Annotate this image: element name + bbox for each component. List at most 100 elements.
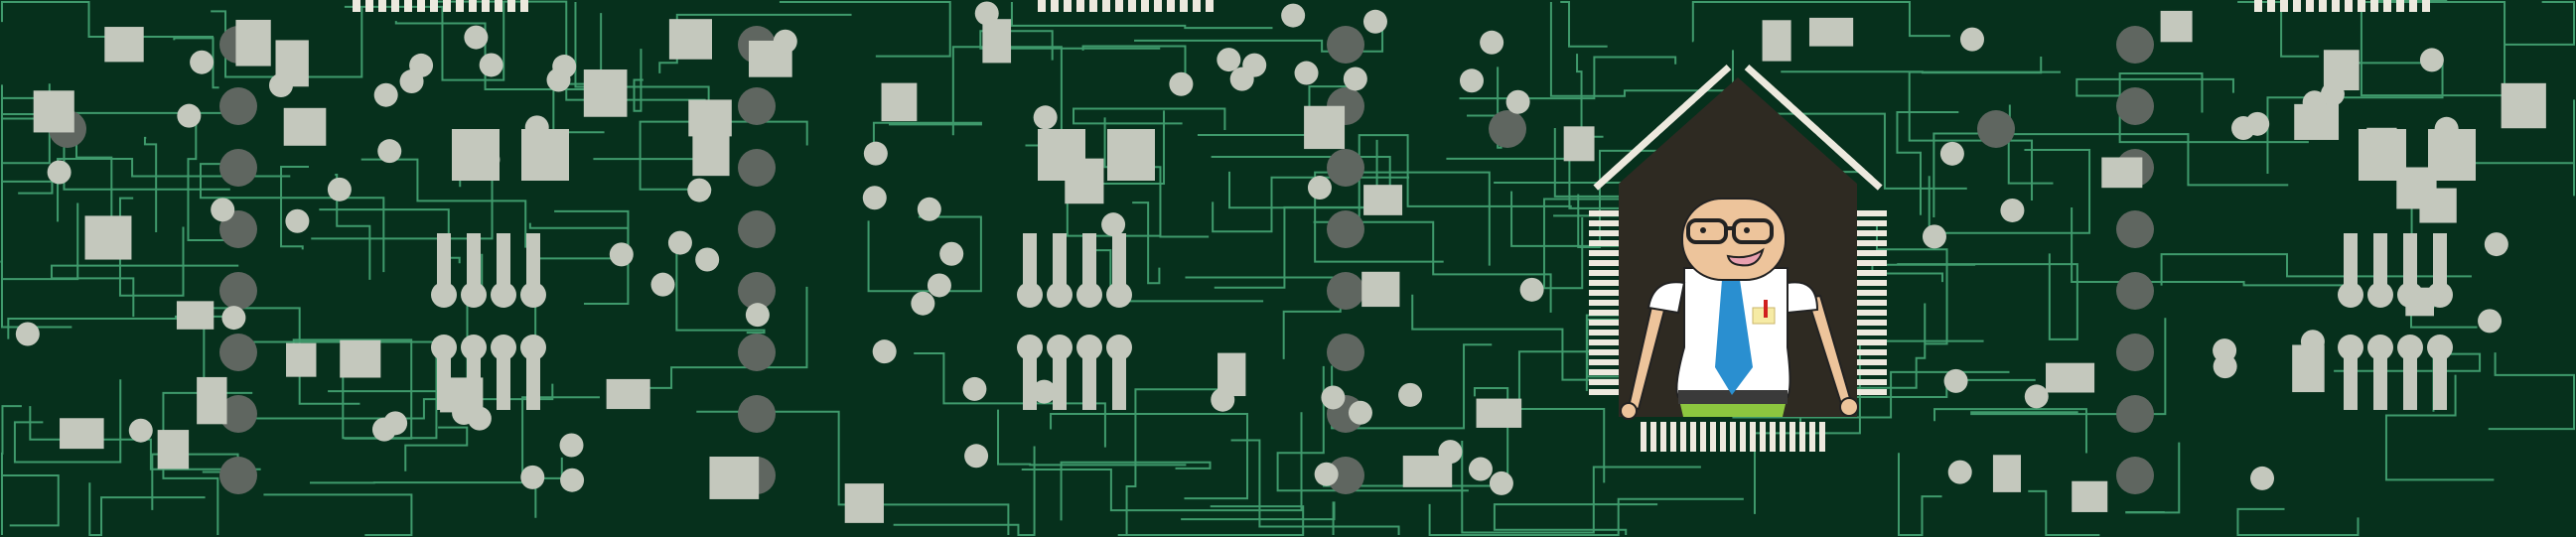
chip-pin — [1589, 240, 1619, 246]
solder-pad — [862, 186, 887, 210]
circuit-trace — [1710, 1, 1950, 38]
circuit-trace — [199, 163, 385, 273]
chip-pin — [1857, 389, 1887, 395]
solder-pad — [1398, 382, 1423, 407]
smd-pad — [668, 19, 713, 60]
circuit-trace — [1134, 30, 1384, 53]
chip-pin — [1857, 379, 1887, 385]
solder-pad — [2320, 81, 2345, 106]
solder-pad — [1017, 282, 1043, 308]
left-sleeve — [1646, 281, 1686, 315]
circuit-trace — [335, 174, 371, 280]
chip-pin — [1670, 422, 1676, 452]
circuit-trace — [528, 222, 630, 305]
via-hole — [1977, 110, 2015, 148]
via-hole — [1327, 334, 1364, 371]
chip-pin — [1857, 240, 1887, 246]
circuit-trace — [1117, 505, 1305, 536]
circuit-trace — [1313, 220, 1552, 313]
solder-pad — [1505, 89, 1530, 114]
circuit-trace — [29, 406, 261, 470]
solder-pad — [1106, 282, 1132, 308]
solder-pad — [1032, 379, 1057, 404]
solder-pad — [1480, 30, 1504, 55]
via-hole — [219, 334, 257, 371]
solder-pad — [1459, 68, 1484, 93]
circuit-trace — [2445, 99, 2575, 197]
solder-pad — [128, 418, 153, 443]
solder-pad — [773, 29, 797, 54]
solder-pad — [2478, 309, 2503, 334]
circuit-trace — [1010, 2, 1273, 30]
solder-pad — [371, 417, 396, 442]
edge-pin — [520, 0, 528, 12]
solder-pad — [1468, 457, 1493, 481]
circuit-trace — [173, 37, 219, 89]
edge-pin — [2293, 0, 2301, 12]
chip-pin — [1799, 422, 1805, 452]
circuit-trace — [1073, 107, 1226, 131]
edge-pin — [365, 0, 373, 12]
solder-pad — [1314, 462, 1339, 486]
via-hole — [2116, 334, 2154, 371]
solder-pad — [560, 468, 585, 492]
circuit-trace — [394, 21, 626, 90]
edge-pin — [1115, 0, 1123, 12]
chip-pin — [1589, 300, 1619, 306]
chip-pin — [1857, 349, 1887, 355]
smd-pad — [1992, 455, 2022, 492]
circuit-trace — [2118, 71, 2309, 144]
glasses-icon — [1686, 218, 1774, 244]
chip-pin — [1857, 260, 1887, 266]
component-lead — [2433, 233, 2447, 291]
solder-pad — [687, 178, 712, 202]
component-lead — [2373, 233, 2387, 291]
chip-pin — [1589, 389, 1619, 395]
circuit-trace — [360, 158, 527, 248]
chip-pin — [1857, 339, 1887, 345]
circuit-trace — [867, 215, 982, 293]
component-lead — [467, 352, 481, 410]
chip-pin — [1744, 64, 1775, 92]
edge-pin — [2254, 0, 2262, 12]
circuit-trace — [1781, 57, 2043, 74]
solder-pad — [1348, 400, 1372, 425]
solder-pad — [1922, 224, 1946, 249]
smd-pad — [692, 133, 730, 177]
solder-pad — [1489, 470, 1513, 495]
smd-pad — [881, 82, 918, 122]
circuit-trace — [263, 493, 413, 536]
circuit-trace — [1060, 461, 1212, 521]
component-lead — [2344, 233, 2358, 291]
solder-pad — [2250, 466, 2275, 490]
chip-pin — [1589, 310, 1619, 316]
solder-pad — [2427, 282, 2453, 308]
component-lead — [2433, 352, 2447, 410]
via-hole — [2116, 210, 2154, 248]
edge-pin — [2267, 0, 2275, 12]
edge-pin — [1076, 0, 1084, 12]
via-hole — [1327, 26, 1364, 64]
circuit-trace — [309, 481, 537, 518]
component-lead — [2403, 233, 2417, 291]
solder-pad — [221, 306, 246, 331]
edge-pin — [2306, 0, 2314, 12]
smd-pad — [688, 99, 732, 137]
smd-pad — [1402, 456, 1453, 487]
solder-pad — [491, 282, 516, 308]
edge-pin — [2358, 0, 2365, 12]
smd-pad — [1107, 129, 1155, 181]
edge-pin — [2370, 0, 2378, 12]
edge-pin — [456, 0, 464, 12]
chip-pin — [1589, 250, 1619, 256]
component-lead — [497, 233, 510, 291]
chip-pin — [1809, 422, 1815, 452]
solder-pad — [327, 177, 352, 201]
circuit-trace — [2071, 206, 2345, 287]
smd-pad — [1363, 185, 1403, 215]
solder-pad — [964, 444, 989, 469]
circuit-trace — [893, 446, 1036, 536]
smd-pad — [104, 27, 144, 63]
smd-pad — [982, 19, 1012, 64]
